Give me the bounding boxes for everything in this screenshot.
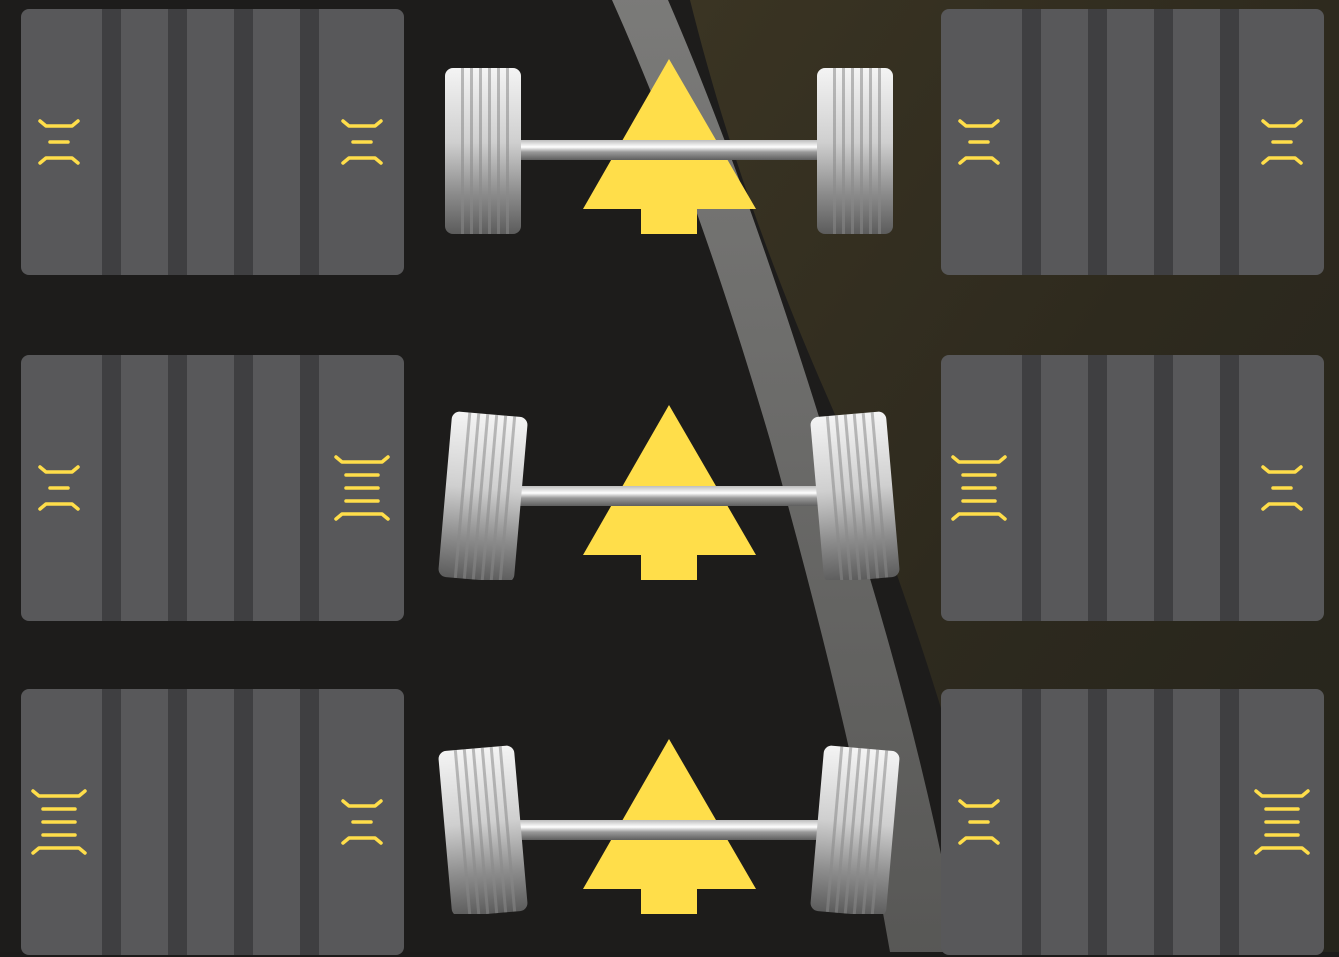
tread-wear-mark-icon	[1256, 791, 1308, 853]
tread-wear-mark-icon	[33, 791, 85, 853]
right-tire-tread	[941, 9, 1324, 275]
left-tire-tread	[21, 9, 404, 275]
right-wheel-icon	[810, 745, 900, 914]
tread-wear-marks	[21, 689, 404, 955]
right-wheel-icon	[817, 68, 893, 234]
right-wheel-icon	[810, 411, 900, 580]
left-wheel-icon	[438, 745, 528, 914]
right-tire-tread	[941, 689, 1324, 955]
axle-diagram	[430, 400, 910, 580]
tread-wear-mark-icon	[336, 457, 388, 519]
axle-diagram	[430, 54, 910, 234]
tread-wear-mark-icon	[960, 801, 998, 843]
axle-diagram	[430, 734, 910, 914]
left-wheel-icon	[445, 68, 521, 234]
tread-wear-mark-icon	[40, 467, 78, 509]
tread-wear-marks	[941, 9, 1324, 275]
axle-bar	[518, 486, 818, 506]
tread-wear-mark-icon	[953, 457, 1005, 519]
alignment-row-toe-in	[0, 689, 1339, 957]
tread-wear-mark-icon	[1263, 467, 1301, 509]
tread-wear-mark-icon	[960, 121, 998, 163]
axle-bar	[518, 820, 818, 840]
tread-wear-mark-icon	[343, 121, 381, 163]
left-tire-tread	[21, 689, 404, 955]
tread-wear-mark-icon	[1263, 121, 1301, 163]
tread-wear-marks	[941, 689, 1324, 955]
tread-wear-marks	[21, 9, 404, 275]
tread-wear-marks	[21, 355, 404, 621]
tread-wear-mark-icon	[343, 801, 381, 843]
right-tire-tread	[941, 355, 1324, 621]
left-wheel-icon	[438, 411, 528, 580]
axle-bar	[518, 140, 818, 160]
tread-wear-mark-icon	[40, 121, 78, 163]
alignment-row-straight	[0, 9, 1339, 277]
tread-wear-marks	[941, 355, 1324, 621]
alignment-row-toe-out	[0, 355, 1339, 623]
left-tire-tread	[21, 355, 404, 621]
